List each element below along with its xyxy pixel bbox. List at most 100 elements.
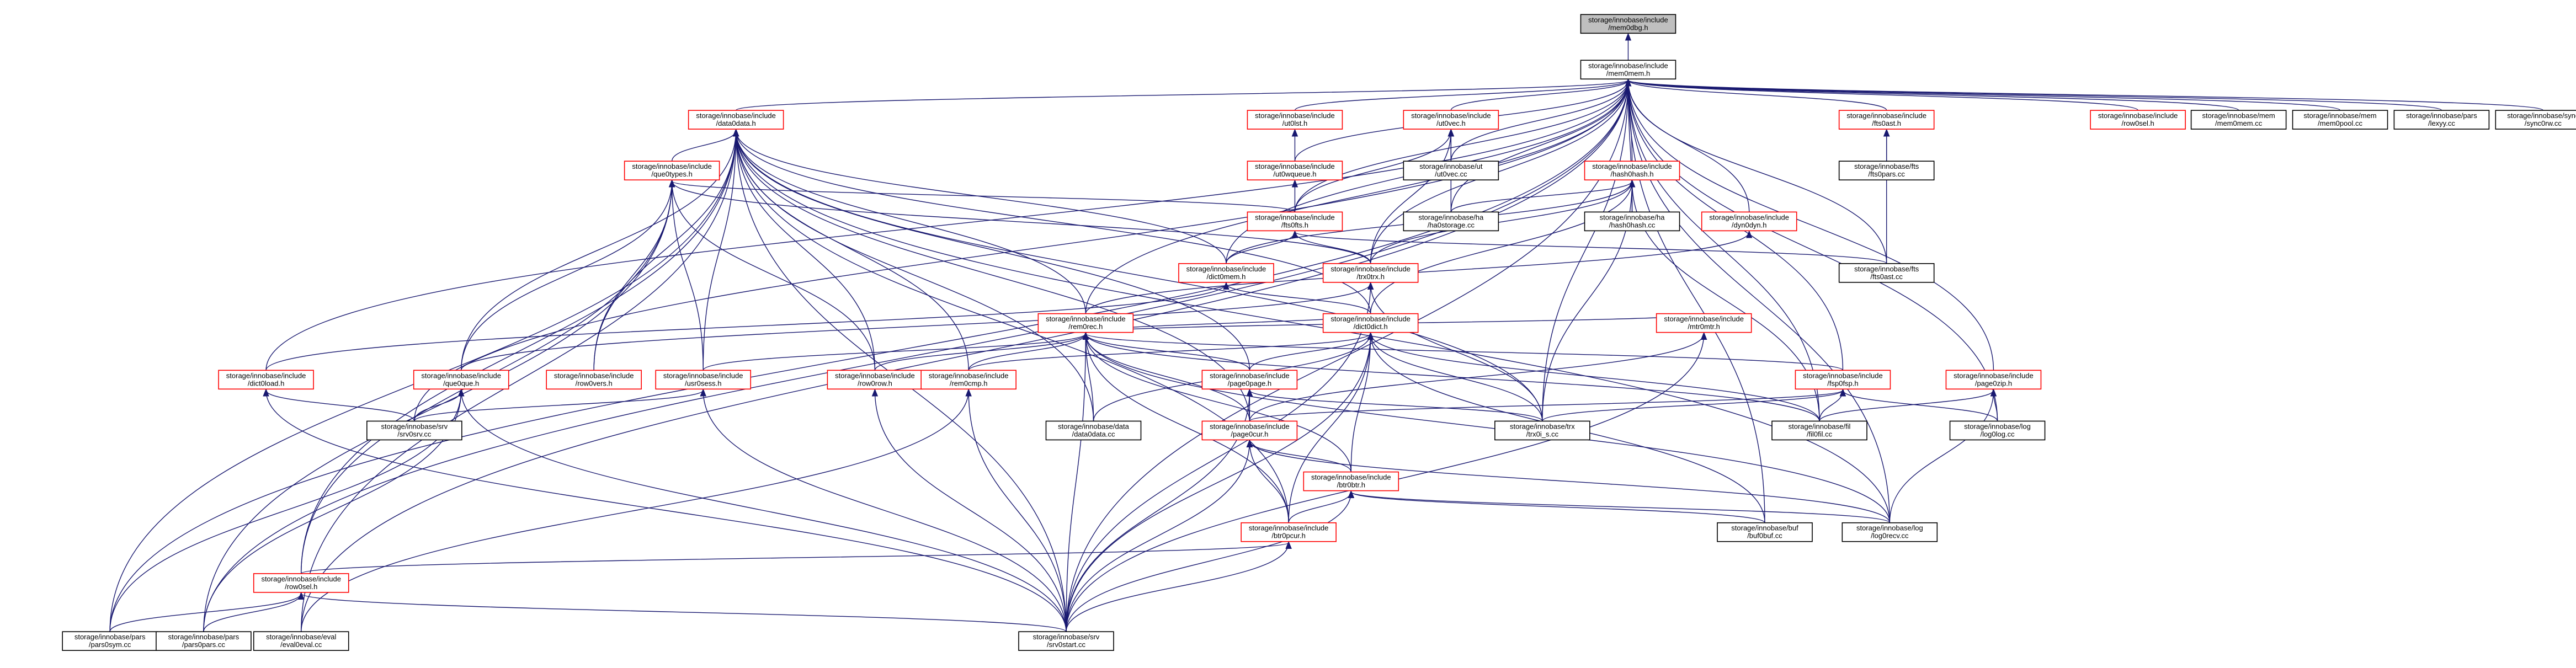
node-srv0start-cc[interactable]: storage/innobase/srv/srv0start.cc	[1018, 631, 1114, 651]
edge-dict0dict-h-to-dict0mem-h	[1226, 284, 1371, 314]
edge-buf0buf-cc-to-btr0btr-h	[1351, 492, 1765, 523]
edge-dict0load-h-to-mem0mem-h	[265, 80, 1628, 371]
node-que0que-h[interactable]: storage/innobase/include/que0que.h	[413, 370, 509, 390]
node-box	[827, 370, 923, 390]
node-mtr0mtr-h[interactable]: storage/innobase/include/mtr0mtr.h	[1656, 313, 1752, 333]
node-mem0mem-h[interactable]: storage/innobase/include/mem0mem.h	[1580, 60, 1676, 80]
node-data0data-cc[interactable]: storage/innobase/data/data0data.cc	[1045, 420, 1142, 441]
node-label-file: /log0recv.cc	[1871, 532, 1909, 540]
node-box	[413, 370, 509, 390]
node-lexyy-cc[interactable]: storage/innobase/pars/lexyy.cc	[2393, 110, 2490, 130]
node-buf0buf-cc[interactable]: storage/innobase/buf/buf0buf.cc	[1717, 522, 1813, 542]
node-ut0vec-h[interactable]: storage/innobase/include/ut0vec.h	[1403, 110, 1499, 130]
node-ut0vec-cc[interactable]: storage/innobase/ut/ut0vec.cc	[1403, 161, 1499, 181]
node-box	[1771, 420, 1867, 441]
edge-usr0sess-h-to-que0types-h	[672, 181, 704, 371]
node-label-path: storage/innobase/include	[1411, 111, 1491, 120]
node-data0data-h[interactable]: storage/innobase/include/data0data.h	[688, 110, 784, 130]
node-dict0mem-h[interactable]: storage/innobase/include/dict0mem.h	[1178, 263, 1274, 283]
node-ut0wqueue-h[interactable]: storage/innobase/include/ut0wqueue.h	[1247, 161, 1343, 181]
node-rem0rec-h[interactable]: storage/innobase/include/rem0rec.h	[1037, 313, 1134, 333]
node-mem0dbg-h[interactable]: storage/innobase/include/mem0dbg.h	[1580, 14, 1676, 34]
node-pars0pars-cc[interactable]: storage/innobase/pars/pars0pars.cc	[156, 631, 252, 651]
node-hash0hash-h[interactable]: storage/innobase/include/hash0hash.h	[1584, 161, 1680, 181]
edge-rem0cmp-h-to-data0data-h	[736, 130, 969, 371]
edge-dict0load-h-to-dict0mem-h	[265, 284, 1226, 371]
node-box	[1838, 161, 1935, 181]
node-box	[624, 161, 720, 181]
node-page0zip-h[interactable]: storage/innobase/include/page0zip.h	[1945, 370, 2042, 390]
node-fil0fil-cc[interactable]: storage/innobase/fil/fil0fil.cc	[1771, 420, 1867, 441]
node-que0types-h[interactable]: storage/innobase/include/que0types.h	[624, 161, 720, 181]
node-fts0pars-cc[interactable]: storage/innobase/fts/fts0pars.cc	[1838, 161, 1935, 181]
node-mem0pool-cc[interactable]: storage/innobase/mem/mem0pool.cc	[2292, 110, 2388, 130]
edge-trx0i-s-cc-to-data0data-h	[736, 130, 1543, 421]
edge-fts0ast-h-to-mem0mem-h	[1628, 80, 1887, 111]
node-box	[1584, 161, 1680, 181]
node-label-file: /lexyy.cc	[2428, 119, 2455, 127]
node-label-path: storage/innobase/log	[1856, 524, 1923, 532]
node-label-file: /eval0eval.cc	[280, 640, 322, 649]
node-box	[366, 420, 462, 441]
edge-trx0i-s-cc-to-trx0trx-h	[1371, 284, 1543, 421]
edge-srv0srv-cc-to-mem0mem-h	[414, 80, 1628, 421]
node-box	[1403, 161, 1499, 181]
node-label-file: /buf0buf.cc	[1747, 532, 1782, 540]
edge-log0recv-cc-to-rem0rec-h	[1085, 334, 1891, 523]
node-fts0fts-h[interactable]: storage/innobase/include/fts0fts.h	[1247, 211, 1343, 232]
node-ut0lst-h[interactable]: storage/innobase/include/ut0lst.h	[1247, 110, 1343, 130]
node-label-file: /mem0mem.h	[1606, 69, 1650, 77]
node-dyn0dyn-h[interactable]: storage/innobase/include/dyn0dyn.h	[1701, 211, 1797, 232]
node-rem0cmp-h[interactable]: storage/innobase/include/rem0cmp.h	[920, 370, 1016, 390]
node-trx0i-s-cc[interactable]: storage/innobase/trx/trx0i_s.cc	[1494, 420, 1590, 441]
edge-srv0start-cc-to-page0cur-h	[1066, 441, 1249, 632]
node-row0sel-h-top[interactable]: storage/innobase/include/row0sel.h	[2090, 110, 2186, 130]
node-dict0dict-h[interactable]: storage/innobase/include/dict0dict.h	[1322, 313, 1419, 333]
node-page0cur-h[interactable]: storage/innobase/include/page0cur.h	[1201, 420, 1298, 441]
node-btr0pcur-h[interactable]: storage/innobase/include/btr0pcur.h	[1241, 522, 1337, 542]
node-trx0trx-h[interactable]: storage/innobase/include/trx0trx.h	[1322, 263, 1419, 283]
node-label-path: storage/innobase/trx	[1510, 422, 1575, 430]
node-label-file: /usr0sess.h	[685, 379, 721, 387]
node-usr0sess-h[interactable]: storage/innobase/include/usr0sess.h	[655, 370, 752, 390]
node-sync0rw-cc[interactable]: storage/innobase/sync/sync0rw.cc	[2495, 110, 2576, 130]
node-box	[2190, 110, 2287, 130]
node-row0vers-h[interactable]: storage/innobase/include/row0vers.h	[546, 370, 642, 390]
node-box	[253, 573, 349, 593]
node-label-file: /page0page.h	[1228, 379, 1272, 387]
node-mem0mem-cc[interactable]: storage/innobase/mem/mem0mem.cc	[2190, 110, 2287, 130]
node-row0row-h[interactable]: storage/innobase/include/row0row.h	[827, 370, 923, 390]
edge-log0recv-cc-to-page0cur-h	[1249, 441, 1891, 523]
edge-dict0dict-h-to-hash0hash-h	[1370, 181, 1632, 314]
node-box	[1403, 110, 1499, 130]
node-row0sel-h[interactable]: storage/innobase/include/row0sel.h	[253, 573, 349, 593]
node-label-path: storage/innobase/include	[835, 371, 915, 380]
node-box	[1701, 211, 1797, 232]
node-label-file: /dict0mem.h	[1207, 272, 1246, 281]
node-log0log-cc[interactable]: storage/innobase/log/log0log.cc	[1949, 420, 2046, 441]
node-btr0btr-h[interactable]: storage/innobase/include/btr0btr.h	[1303, 471, 1399, 491]
node-hash0hash-cc[interactable]: storage/innobase/ha/hash0hash.cc	[1584, 211, 1680, 232]
node-page0page-h[interactable]: storage/innobase/include/page0page.h	[1201, 370, 1298, 390]
node-srv0srv-cc[interactable]: storage/innobase/srv/srv0srv.cc	[366, 420, 462, 441]
edge-que0types-h-to-data0data-h	[671, 130, 736, 162]
node-label-path: storage/innobase/ut	[1419, 162, 1483, 170]
node-fts0ast-h[interactable]: storage/innobase/include/fts0ast.h	[1838, 110, 1935, 130]
node-box	[1322, 263, 1419, 283]
node-label-path: storage/innobase/fil	[1789, 422, 1851, 430]
node-eval0eval-cc[interactable]: storage/innobase/eval/eval0eval.cc	[253, 631, 349, 651]
node-ha0storage-cc[interactable]: storage/innobase/ha/ha0storage.cc	[1403, 211, 1499, 232]
node-label-path: storage/innobase/include	[1255, 111, 1335, 120]
node-label-path: storage/innobase/fts	[1854, 265, 1919, 273]
node-fts0ast-cc[interactable]: storage/innobase/fts/fts0ast.cc	[1838, 263, 1935, 283]
node-dict0load-h[interactable]: storage/innobase/include/dict0load.h	[218, 370, 314, 390]
edge-fts0ast-cc-to-mem0mem-h	[1628, 80, 1887, 264]
node-fsp0fsp-h[interactable]: storage/innobase/include/fsp0fsp.h	[1795, 370, 1891, 390]
node-log0recv-cc[interactable]: storage/innobase/log/log0recv.cc	[1841, 522, 1938, 542]
node-pars0sym-cc[interactable]: storage/innobase/pars/pars0sym.cc	[62, 631, 158, 651]
node-label-path: storage/innobase/pars	[74, 633, 146, 641]
node-label-file: /trx0trx.h	[1356, 272, 1385, 281]
node-label-path: storage/innobase/pars	[168, 633, 239, 641]
edge-btr0btr-h-to-page0cur-h	[1249, 441, 1351, 472]
edge-que0que-h-to-trx0trx-h	[461, 284, 1371, 371]
